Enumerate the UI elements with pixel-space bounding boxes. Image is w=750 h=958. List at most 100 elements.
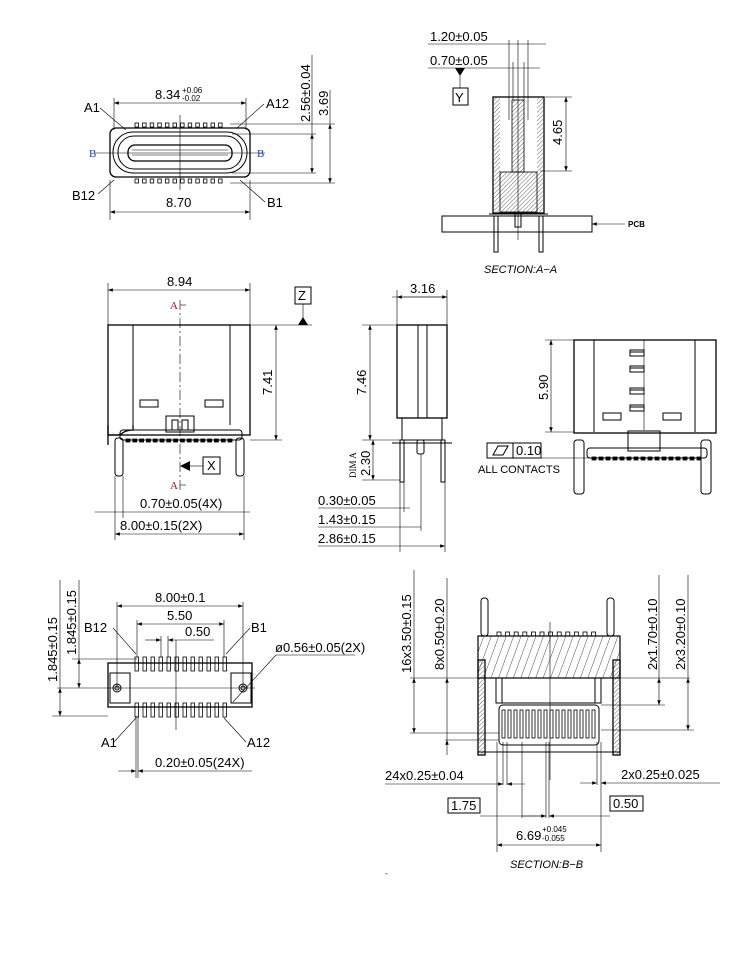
pin-label-a1: A1 [84, 100, 100, 115]
basic-dim-175: 1.75 [451, 798, 476, 813]
contact-tooth [145, 438, 151, 443]
contact-tooth [139, 438, 145, 443]
height-inner-dim: 2.56±0.04 [298, 64, 313, 122]
contact-pin [164, 122, 170, 128]
side-dim-2: 2.86±0.15 [318, 531, 376, 546]
hole-dim: ø0.56±0.05(2X) [275, 640, 365, 655]
contact-pin [218, 178, 223, 184]
contact-width-dim: 24x0.25±0.04 [385, 768, 464, 783]
contact-tooth [227, 438, 233, 443]
contact-pin [149, 178, 155, 184]
contact-pin [202, 122, 208, 128]
top-contact [582, 631, 588, 637]
footprint-pad [142, 702, 147, 718]
contact-tooth [612, 456, 618, 461]
section-marker-a-bottom: A [170, 480, 178, 492]
footprint-row-span-dim: 5.50 [167, 608, 192, 623]
contact-tooth [633, 456, 639, 461]
section-a-view: PCB 1.20±0.05 0.70±0.05 Y 4.65 SECTION:A… [428, 29, 645, 276]
front-view: 8.34 +0.06 -0.02 8.70 2.56±0.04 3.69 A1 … [72, 55, 335, 220]
contact-tooth [152, 438, 158, 443]
contact-tooth [605, 456, 611, 461]
section-contact [501, 709, 506, 739]
side-contact-width-dim: 2x0.25±0.025 [621, 767, 700, 782]
section-contact [591, 709, 596, 739]
footprint-pad [198, 702, 203, 718]
section-b-caption: SECTION:B−B [510, 859, 583, 871]
top-contact [505, 631, 511, 637]
contact-pin [134, 122, 139, 128]
top-height-dim: 7.41 [260, 370, 275, 395]
contact-tooth [207, 438, 213, 443]
contact-tooth [661, 456, 667, 461]
rear-height-dim: 5.90 [536, 375, 551, 400]
footprint-view: 8.00±0.1 5.50 0.50 1.845±0.15 1.845±0.15… [45, 580, 365, 778]
contact-tooth [200, 438, 206, 443]
top-contact [531, 631, 536, 637]
contact-tooth [213, 438, 219, 443]
pin-label-b1: B1 [267, 195, 283, 210]
top-contact [513, 631, 519, 637]
contact-tooth [654, 456, 660, 461]
fp-label-a12: A12 [247, 735, 270, 750]
contact-tooth [647, 456, 653, 461]
section-contact [507, 709, 512, 739]
section-contact [585, 709, 590, 739]
section-b-span-dim: 6.69 [516, 828, 541, 843]
top-width-dim: 8.94 [167, 274, 192, 289]
dim-8x: 8x0.50±0.20 [432, 599, 447, 670]
fp-label-a1: A1 [101, 735, 117, 750]
section-contact [531, 709, 536, 739]
footprint-pad [214, 656, 219, 672]
dim-2x170: 2x1.70±0.10 [645, 599, 660, 670]
contact-tooth [193, 438, 199, 443]
top-contact [574, 631, 579, 637]
footprint-pad [174, 702, 179, 718]
footprint-pad [214, 702, 219, 718]
contact-tooth [689, 456, 695, 461]
contact-pin [202, 178, 208, 184]
contact-tooth [125, 438, 131, 443]
contact-tooth [675, 456, 681, 461]
contact-pin [142, 178, 147, 184]
contact-pin [180, 122, 185, 128]
section-a-depth-dim: 4.65 [550, 120, 565, 145]
basic-dim-050: 0.50 [613, 796, 638, 811]
footprint-pitch-dim: 0.50 [185, 624, 210, 639]
footprint-pad [222, 656, 227, 672]
section-contact [561, 709, 566, 739]
footprint-pad [166, 656, 171, 672]
pad-width-dim: 0.20±0.05(24X) [155, 755, 245, 770]
pin-label-b12: B12 [72, 188, 95, 203]
section-a-outer-dim: 1.20±0.05 [430, 29, 488, 44]
contact-tooth [591, 456, 597, 461]
side-dim-0: 0.30±0.05 [318, 493, 376, 508]
width-top-tol-plus: +0.06 [182, 86, 203, 95]
contact-pin [187, 178, 193, 184]
contact-tooth [598, 456, 604, 461]
top-contact [548, 631, 553, 637]
section-b-span-tol-minus: -0.055 [542, 834, 565, 843]
footer-mark: - [385, 869, 388, 878]
contact-pin [180, 178, 185, 184]
dim-2x320: 2x3.20±0.10 [673, 599, 688, 670]
flatness-icon [492, 445, 509, 456]
contact-pin [157, 178, 162, 184]
rear-view: 5.90 0.10 ALL CONTACTS [478, 339, 717, 495]
offset-inner-dim: 1.845±0.15 [64, 590, 79, 655]
section-marker-right: B [257, 148, 264, 160]
contact-pin [210, 178, 215, 184]
contact-tooth [626, 456, 632, 461]
pcb-label: PCB [628, 220, 645, 229]
top-contact [522, 631, 528, 637]
contact-pin [218, 122, 223, 128]
contact-tooth [682, 456, 688, 461]
footprint-pad [206, 702, 211, 718]
section-contact [549, 709, 554, 739]
footprint-pad [222, 702, 227, 718]
contact-pin [210, 122, 215, 128]
top-contact [539, 631, 545, 637]
section-contact [537, 709, 542, 739]
top-contact [556, 631, 562, 637]
